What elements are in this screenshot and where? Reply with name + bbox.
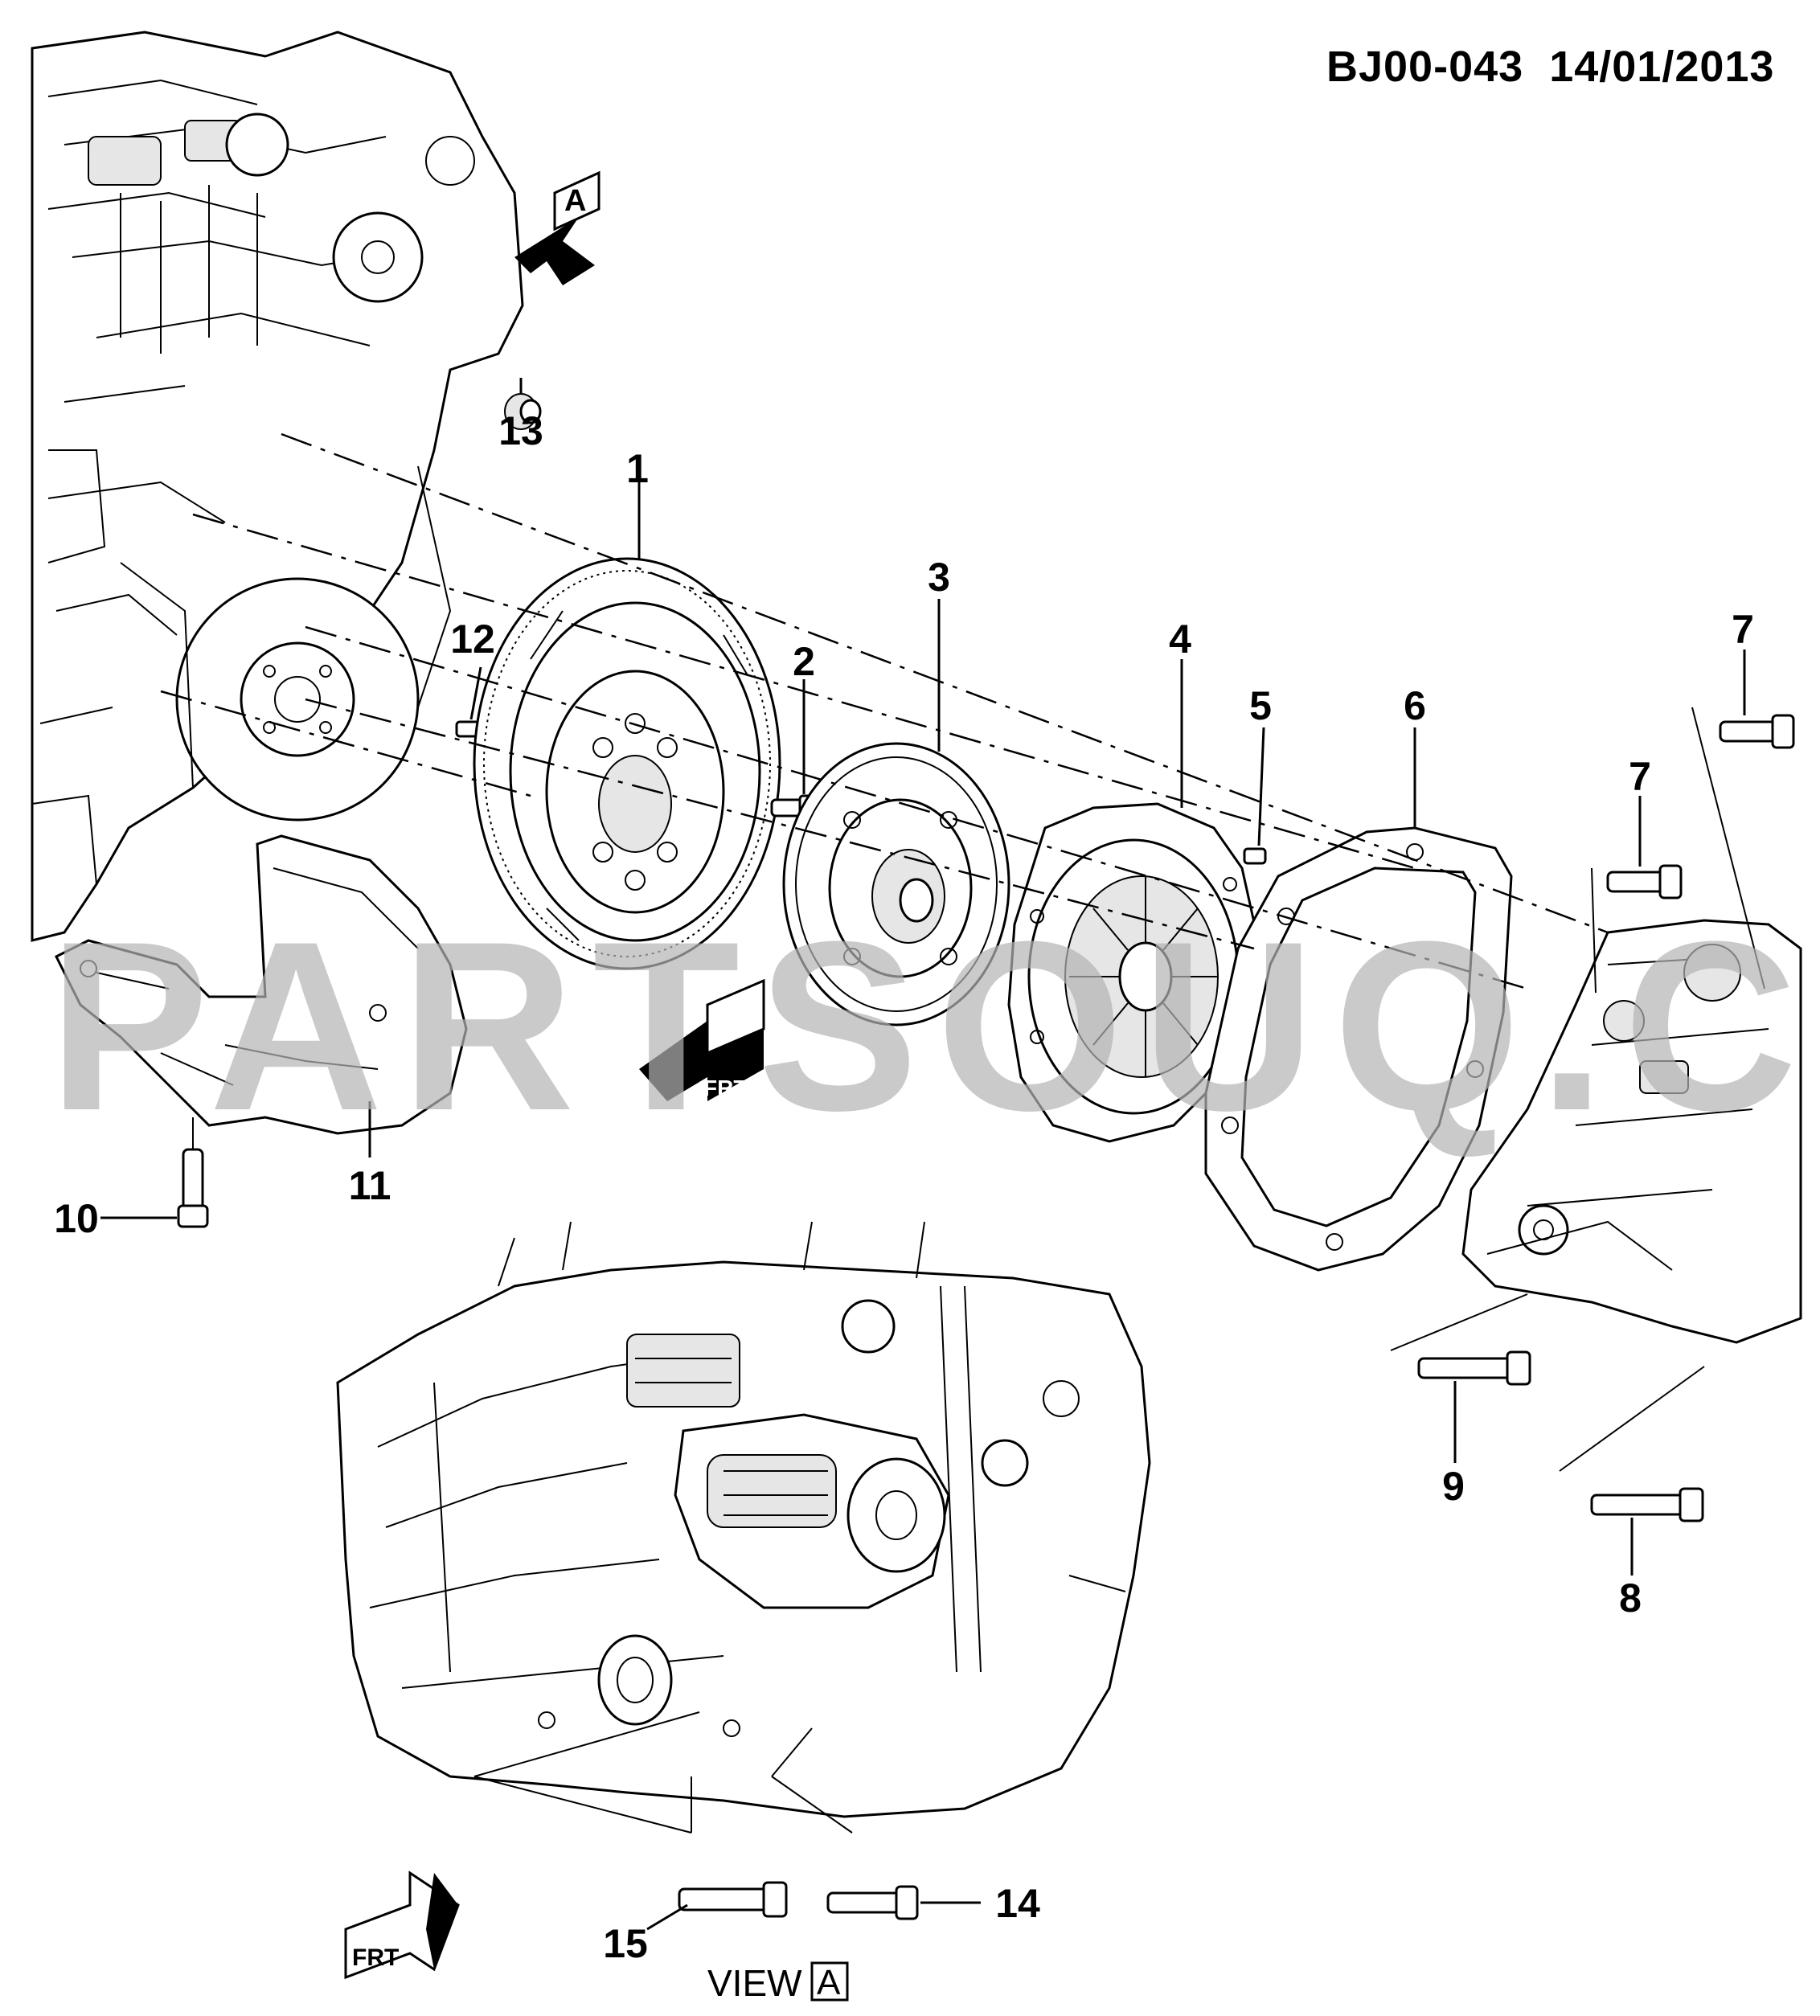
view-a-arrow: A [514, 170, 601, 285]
callout-12: 12 [450, 617, 495, 662]
bolt-10 [100, 1117, 209, 1228]
view-arrow-letter: A [564, 184, 586, 218]
frt-label-middle: FRT [703, 1076, 747, 1100]
engine-view-a [336, 1221, 1151, 1818]
diagram-date: 14/01/2013 [1549, 43, 1775, 91]
frt-arrow-bottom: FRT [344, 1871, 460, 1980]
transmission-case [1461, 919, 1802, 1344]
callout-13: 13 [498, 408, 543, 453]
callout-7-lower: 7 [1629, 754, 1651, 799]
view-a-label: VIEW A [707, 1961, 849, 2004]
callout-11: 11 [349, 1163, 391, 1208]
callout-4: 4 [1169, 617, 1191, 662]
callout-14: 14 [995, 1881, 1040, 1926]
view-a-guides [473, 1711, 853, 1834]
callout-3: 3 [928, 555, 950, 600]
view-label-prefix: VIEW [707, 1962, 802, 2004]
callout-5: 5 [1249, 683, 1272, 728]
watermark: PARTSOUQ.COM [48, 891, 1820, 1161]
callout-8: 8 [1619, 1576, 1642, 1621]
bracket-11 [54, 834, 468, 1158]
bolt-5 [1243, 727, 1267, 865]
callout-10: 10 [54, 1196, 99, 1241]
frt-label-bottom: FRT [352, 1944, 399, 1971]
view-label-letter: A [817, 1963, 841, 2002]
callout-15: 15 [603, 1921, 648, 1966]
callout-2: 2 [793, 639, 815, 684]
dowel-13 [504, 378, 542, 430]
bolt-7-lower [1591, 796, 1683, 994]
bolt-15 [646, 1881, 788, 1931]
bolt-9 [1390, 1293, 1531, 1463]
diagram-code: BJ00-043 [1326, 43, 1524, 91]
callout-6: 6 [1404, 683, 1426, 728]
callout-7-upper: 7 [1732, 607, 1754, 652]
cover-plate-6 [1204, 727, 1513, 1272]
alignment-lines [160, 432, 1609, 990]
diagram-header: BJ00-043 14/01/2013 [1326, 42, 1774, 92]
frt-arrow-middle: FRT [639, 978, 765, 1101]
engine-block [31, 31, 524, 942]
clutch-disc-3 [782, 599, 1010, 1026]
bolt-7-upper [1691, 649, 1795, 990]
bolt-8 [1559, 1366, 1705, 1576]
callout-9: 9 [1442, 1464, 1465, 1509]
pressure-plate-4 [1007, 659, 1260, 1143]
callout-1: 1 [626, 446, 649, 491]
flywheel-1 [473, 482, 781, 970]
bolt-14 [826, 1885, 981, 1920]
